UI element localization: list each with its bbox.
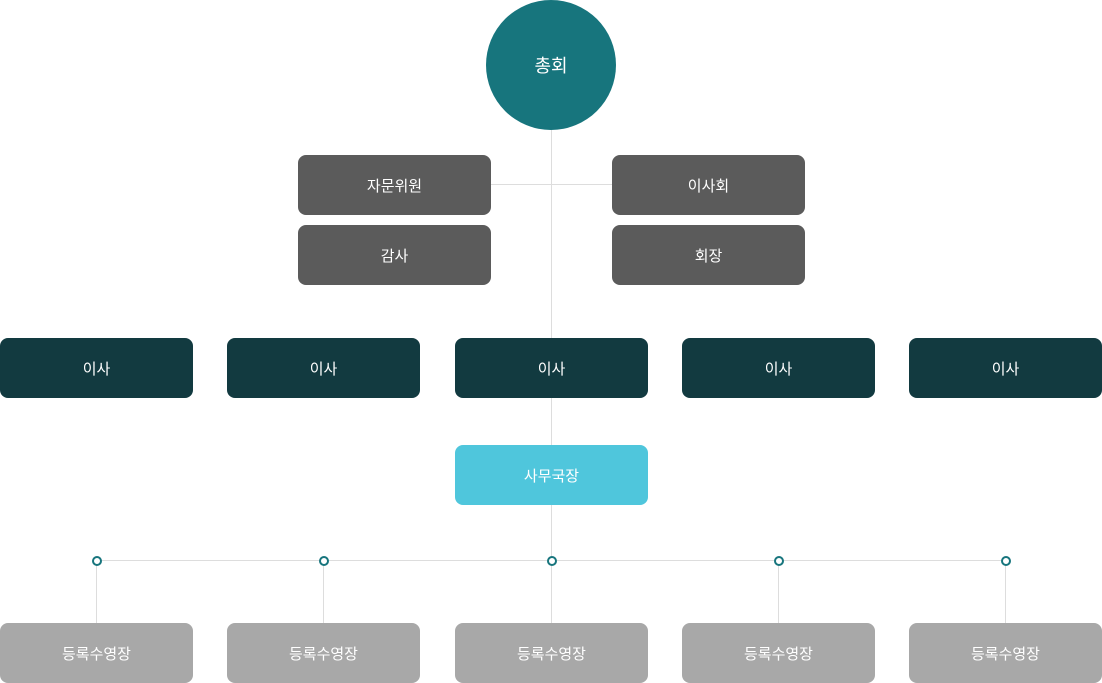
pool-drop-line-3	[551, 561, 552, 623]
advisors-node[interactable]: 자문위원	[298, 155, 491, 215]
registered-pool-node-5[interactable]: 등록수영장	[909, 623, 1102, 683]
bus-dot-5	[1001, 556, 1011, 566]
director-node-5[interactable]: 이사	[909, 338, 1102, 398]
auditor-label: 감사	[380, 246, 409, 265]
bus-dot-1	[92, 556, 102, 566]
registered-pool-node-3[interactable]: 등록수영장	[455, 623, 648, 683]
director-label-2: 이사	[309, 359, 338, 378]
director-label-1: 이사	[82, 359, 111, 378]
registered-pool-label-1: 등록수영장	[61, 644, 131, 663]
board-label: 이사회	[687, 176, 730, 195]
advisory-connector-line	[491, 184, 612, 185]
director-node-2[interactable]: 이사	[227, 338, 420, 398]
director-label-5: 이사	[991, 359, 1020, 378]
pool-drop-line-1	[96, 561, 97, 623]
registered-pool-label-4: 등록수영장	[743, 644, 813, 663]
secretary-general-node[interactable]: 사무국장	[455, 445, 648, 505]
advisors-label: 자문위원	[366, 176, 423, 195]
secretariat-to-bus-line	[551, 505, 552, 561]
bus-dot-3	[547, 556, 557, 566]
auditor-node[interactable]: 감사	[298, 225, 491, 285]
registered-pool-node-1[interactable]: 등록수영장	[0, 623, 193, 683]
chairman-label: 회장	[694, 246, 723, 265]
registered-pool-label-3: 등록수영장	[516, 644, 586, 663]
director-node-1[interactable]: 이사	[0, 338, 193, 398]
board-node[interactable]: 이사회	[612, 155, 805, 215]
registered-pool-label-5: 등록수영장	[970, 644, 1040, 663]
general-assembly-node[interactable]: 총회	[486, 0, 616, 130]
director-to-secretariat-line	[551, 398, 552, 445]
bus-dot-4	[774, 556, 784, 566]
bus-dot-2	[319, 556, 329, 566]
director-node-4[interactable]: 이사	[682, 338, 875, 398]
general-assembly-label: 총회	[534, 56, 568, 77]
registered-pool-label-2: 등록수영장	[288, 644, 358, 663]
secretary-general-label: 사무국장	[523, 466, 580, 485]
registered-pool-node-4[interactable]: 등록수영장	[682, 623, 875, 683]
pool-drop-line-4	[778, 561, 779, 623]
chairman-node[interactable]: 회장	[612, 225, 805, 285]
pool-drop-line-2	[323, 561, 324, 623]
trunk-line	[551, 130, 552, 338]
director-label-4: 이사	[764, 359, 793, 378]
director-label-3: 이사	[537, 359, 566, 378]
pool-drop-line-5	[1005, 561, 1006, 623]
director-node-3[interactable]: 이사	[455, 338, 648, 398]
registered-pool-node-2[interactable]: 등록수영장	[227, 623, 420, 683]
